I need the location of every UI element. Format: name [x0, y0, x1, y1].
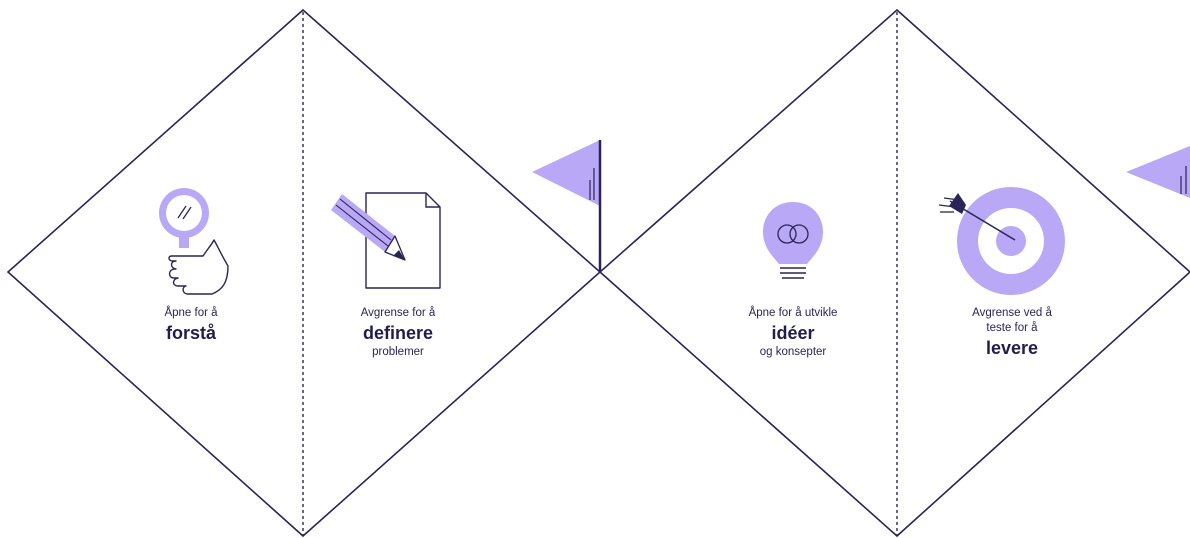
phase-develop: Åpne for å utvikle idéer og konsepter — [703, 306, 883, 360]
phase-intro-text: Avgrense ved å — [972, 307, 1052, 319]
lightbulb-icon — [763, 202, 823, 279]
phase-outro-text: problemer — [372, 346, 424, 358]
phase-intro-text: Avgrense for å — [360, 307, 436, 319]
diamond-develop-deliver — [598, 8, 1190, 538]
flag-icon — [1126, 146, 1190, 198]
phase-keyword: idéer — [771, 323, 815, 343]
phase-define: Avgrense for å definere problemer — [308, 306, 488, 360]
flag-icon — [532, 140, 602, 272]
phase-keyword: levere — [985, 338, 1039, 358]
phase-deliver: Avgrense ved å teste for å levere — [922, 306, 1102, 360]
phase-keyword: definere — [362, 323, 434, 343]
diamond-discover-define — [6, 8, 602, 538]
magnifier-hand-icon — [159, 188, 229, 295]
phase-outro-text: og konsepter — [759, 346, 827, 358]
target-arrow-icon — [938, 187, 1065, 295]
phase-discover: Åpne for å forstå — [101, 306, 281, 345]
phase-keyword: forstå — [165, 323, 216, 343]
phase-intro-text: Åpne for å utvikle — [748, 307, 838, 319]
pencil-document-icon — [331, 192, 441, 289]
phase-intro-text: Åpne for å — [164, 307, 218, 319]
phase-intro-text-line2: teste for å — [986, 322, 1038, 334]
